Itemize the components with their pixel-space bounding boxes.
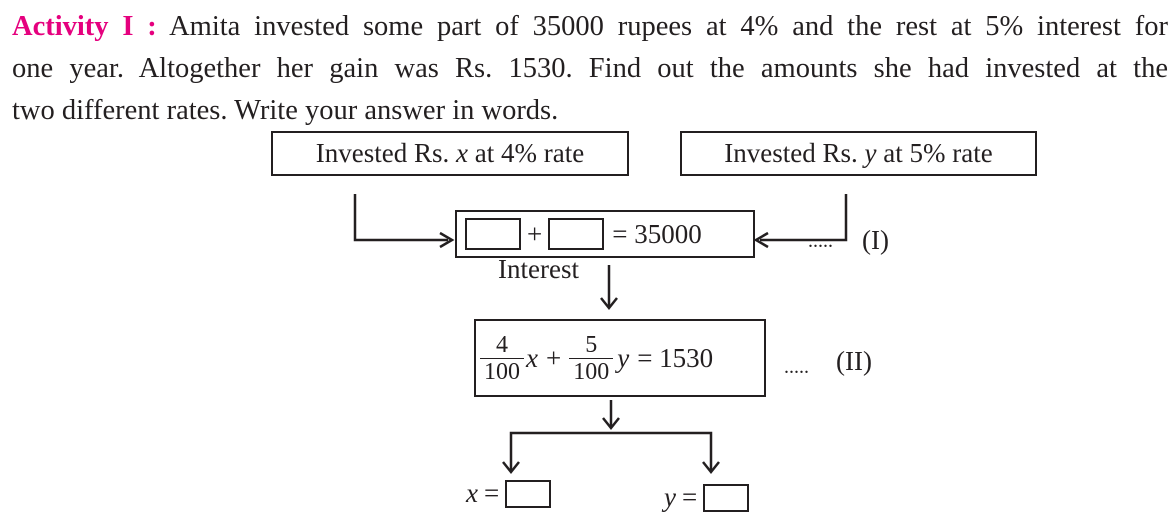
answer-y: y =: [664, 482, 750, 513]
left-connector: [353, 194, 448, 242]
eq2-var-y: y: [617, 342, 630, 373]
invested-x-prefix: Invested Rs.: [315, 138, 450, 168]
blank-y-amount[interactable]: [548, 218, 605, 250]
invested-y-var: y: [864, 138, 877, 168]
blank-x-amount[interactable]: [465, 218, 521, 250]
fraction-4-over-100: 4 100: [480, 332, 524, 385]
answer-x-label: x: [466, 478, 478, 508]
fraction-5-over-100: 5 100: [569, 331, 614, 385]
fraction-2-denominator: 100: [569, 357, 614, 385]
eq2-rhs: = 1530: [637, 342, 714, 373]
y-arrowhead: [702, 461, 720, 475]
equation-1-box: + = 35000: [455, 210, 755, 258]
answer-x-equals: =: [483, 478, 500, 508]
invested-y-box: Invested Rs. y at 5% rate: [680, 131, 1037, 176]
right-arrowhead: [753, 231, 769, 249]
answer-x: x =: [466, 478, 552, 509]
fraction-2-numerator: 5: [585, 331, 598, 358]
paragraph-line-2: one year. Altogether her gain was Rs. 15…: [12, 53, 1168, 84]
left-arrowhead: [439, 231, 455, 249]
answer-y-blank[interactable]: [703, 483, 750, 512]
invested-x-box: Invested Rs. x at 4% rate: [271, 131, 629, 176]
answer-y-equals: =: [681, 482, 698, 512]
eq1-dots: .....: [808, 230, 833, 252]
interest-arrowhead: [600, 297, 618, 311]
split-connector: [509, 431, 713, 470]
solve-arrowhead: [602, 417, 620, 431]
paragraph-text-1: Amita invested some part of 35000 rupees…: [169, 11, 1168, 42]
right-connector: [760, 194, 848, 242]
paragraph-line-1: Activity I : Amita invested some part of…: [12, 6, 1168, 48]
answer-x-blank[interactable]: [505, 479, 552, 508]
eq2-tag: (II): [836, 346, 872, 376]
invested-y-suffix: at 5% rate: [883, 138, 993, 168]
fraction-1-denominator: 100: [480, 357, 524, 385]
invested-x-suffix: at 4% rate: [474, 138, 585, 168]
invested-x-var: x: [456, 138, 469, 168]
paragraph-line-3: two different rates. Write your answer i…: [12, 95, 559, 126]
eq2-dots: .....: [784, 356, 809, 378]
fraction-1-numerator: 4: [496, 331, 508, 358]
eq2-plus: +: [545, 342, 562, 373]
eq1-tag: (I): [862, 225, 889, 255]
answer-y-label: y: [664, 482, 676, 512]
interest-label: Interest: [498, 254, 579, 284]
invested-y-prefix: Invested Rs.: [724, 138, 858, 168]
eq1-plus: +: [527, 218, 543, 249]
activity-paragraph: Activity I : Amita invested some part of…: [12, 6, 1168, 132]
activity-label: Activity I :: [12, 11, 157, 42]
x-arrowhead: [502, 461, 520, 475]
equation-2-box: 4 100 x + 5 100 y = 1530: [474, 319, 766, 397]
eq1-rhs: = 35000: [612, 218, 702, 249]
eq2-var-x: x: [526, 342, 538, 373]
